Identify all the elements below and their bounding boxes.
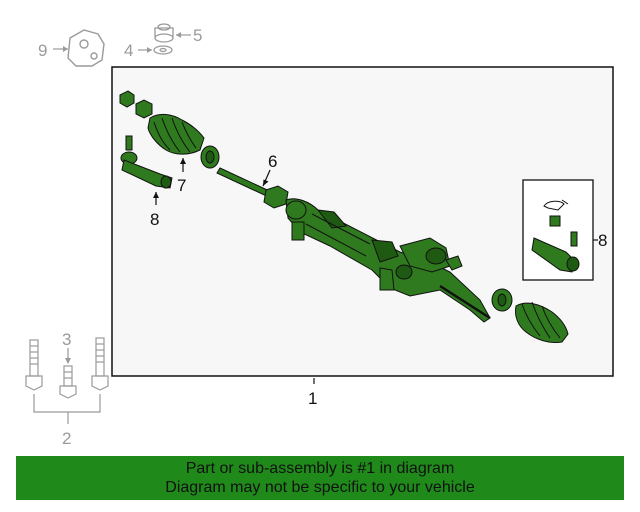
callout-6: 6 — [268, 152, 277, 171]
callout-9: 9 — [38, 41, 47, 60]
callout-3: 3 — [62, 330, 71, 349]
callout-5: 5 — [193, 26, 202, 45]
steering-rack-diagram: 1 2 3 4 5 6 7 8 8 9 — [25, 23, 614, 448]
part-5-nut — [154, 23, 174, 43]
callout-2: 2 — [62, 429, 71, 448]
part-8-tie-rod-end-right — [531, 199, 580, 273]
part-1-rack-housing — [285, 198, 491, 323]
part-3-bolt — [59, 365, 77, 399]
boot-clamp-right — [491, 288, 513, 312]
callout-7: 7 — [177, 176, 186, 195]
callout-1: 1 — [308, 389, 317, 408]
banner-line-1: Part or sub-assembly is #1 in diagram — [185, 460, 455, 477]
part-2-bolt-left — [25, 339, 43, 391]
left-nut-parts — [119, 90, 153, 119]
boot-right — [515, 301, 569, 343]
banner-line-2: Diagram may not be specific to your vehi… — [165, 479, 475, 496]
part-6-inner-tie-rod — [216, 167, 289, 209]
callout-2-bracket — [33, 394, 101, 424]
boot-clamp-left — [200, 145, 220, 169]
notice-banner: Part or sub-assembly is #1 in diagram Di… — [16, 456, 624, 500]
part-9-bracket — [67, 29, 105, 67]
part-8-tie-rod-end-left — [120, 135, 173, 189]
callout-4: 4 — [124, 41, 133, 60]
part-7-boot-left — [147, 113, 205, 155]
part-2-bolt-right — [91, 337, 109, 391]
callout-8-right: 8 — [598, 231, 607, 250]
part-4-washer — [153, 45, 173, 55]
callout-8-left: 8 — [150, 210, 159, 229]
